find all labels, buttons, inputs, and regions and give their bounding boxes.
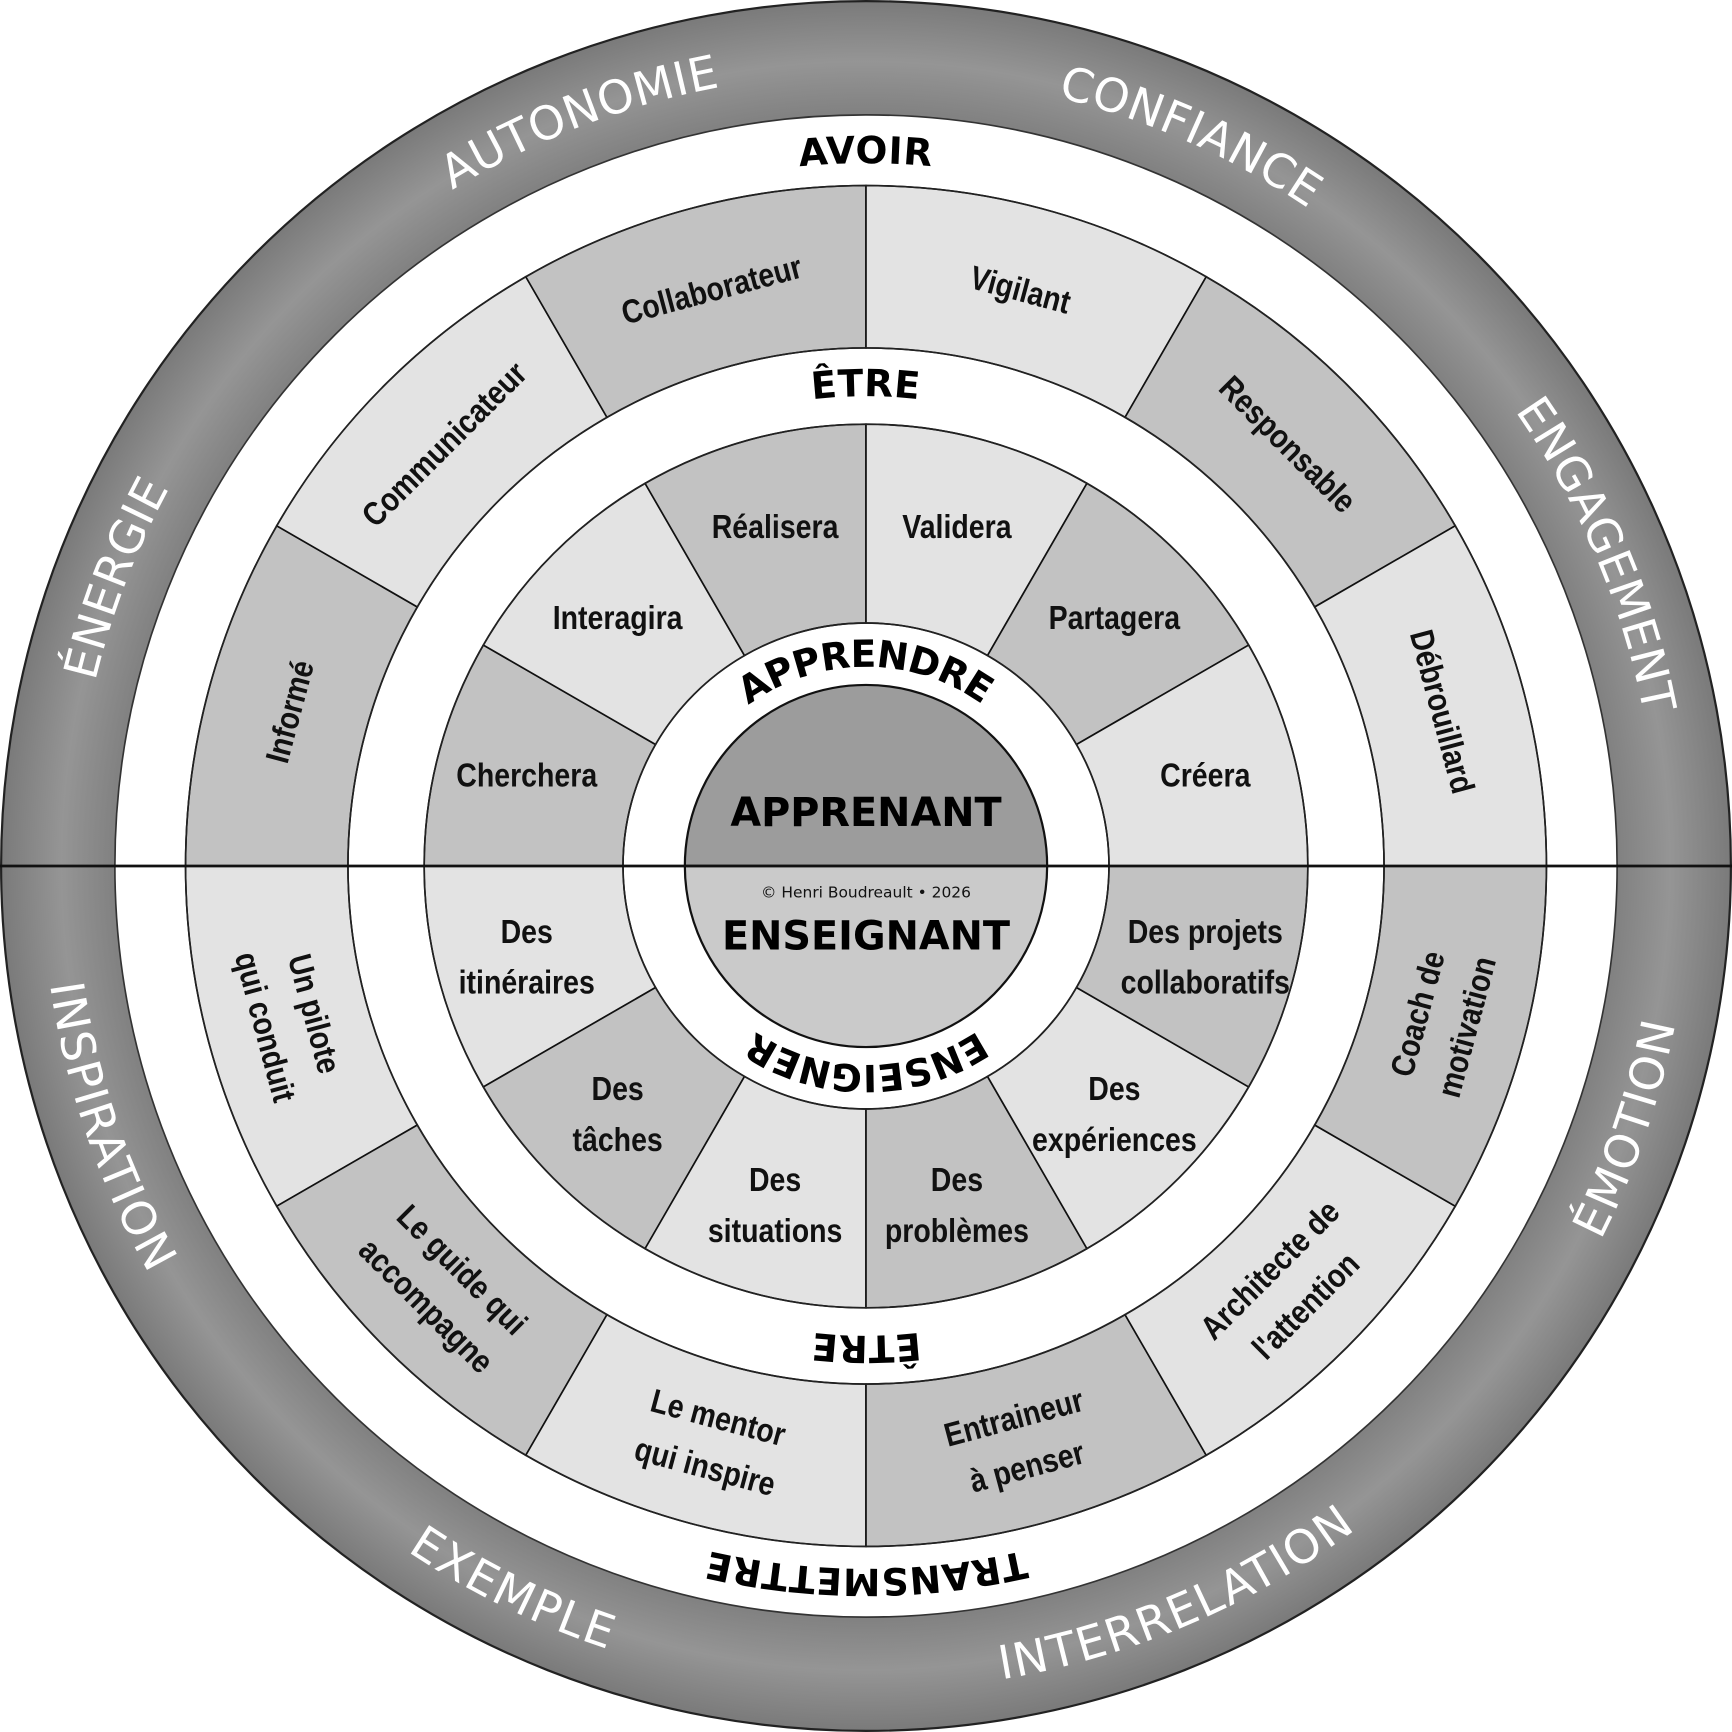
inner-segment-label: Des projets collaboratifs [1121, 913, 1290, 1001]
label-line: Partagera [1049, 599, 1181, 637]
ring-label-etre-bottom: ÊTRE [809, 1324, 923, 1371]
label-line: situations [708, 1212, 843, 1250]
center-bottom-half [683, 864, 1049, 1049]
label-line: collaboratifs [1121, 964, 1290, 1002]
label-line: tâches [572, 1121, 662, 1159]
inner-segment-label: Des problèmes [885, 1161, 1029, 1249]
label-line: Créera [1160, 756, 1251, 794]
inner-segment-label: Cherchera [456, 756, 598, 794]
label-line: Validera [902, 508, 1012, 546]
inner-segment-label: Des expériences [1032, 1070, 1197, 1158]
center-top-half [683, 683, 1049, 868]
inner-segment-label: Interagira [553, 599, 684, 637]
label-line: Des [931, 1161, 983, 1199]
center-apprenant: APPRENANT [730, 790, 1001, 836]
label-line: expériences [1032, 1121, 1197, 1159]
label-line: Cherchera [456, 756, 598, 794]
inner-segment-label: Créera [1160, 756, 1251, 794]
label-line: Des [591, 1070, 643, 1108]
label-line: Des [1088, 1070, 1140, 1108]
label-line: Réalisera [712, 508, 839, 546]
inner-segment-label: Validera [902, 508, 1012, 546]
label-line: Des projets [1128, 913, 1283, 951]
inner-segment-label: Partagera [1049, 599, 1181, 637]
label-line: Des [749, 1161, 801, 1199]
label-line: itinéraires [459, 964, 595, 1002]
ring-label-etre-top: ÊTRE [809, 361, 923, 408]
inner-segment-label: Des tâches [572, 1070, 662, 1158]
inner-segment-label: Des situations [708, 1161, 843, 1249]
label-line: Des [501, 913, 553, 951]
inner-segment-label: Des itinéraires [459, 913, 595, 1001]
label-line: problèmes [885, 1212, 1029, 1250]
center-enseignant: ENSEIGNANT [722, 914, 1010, 960]
copyright: © Henri Boudreault • 2026 [761, 884, 971, 902]
label-line: Interagira [553, 599, 684, 637]
inner-segment-label: Réalisera [712, 508, 839, 546]
ring-label-avoir: AVOIR [797, 128, 935, 175]
